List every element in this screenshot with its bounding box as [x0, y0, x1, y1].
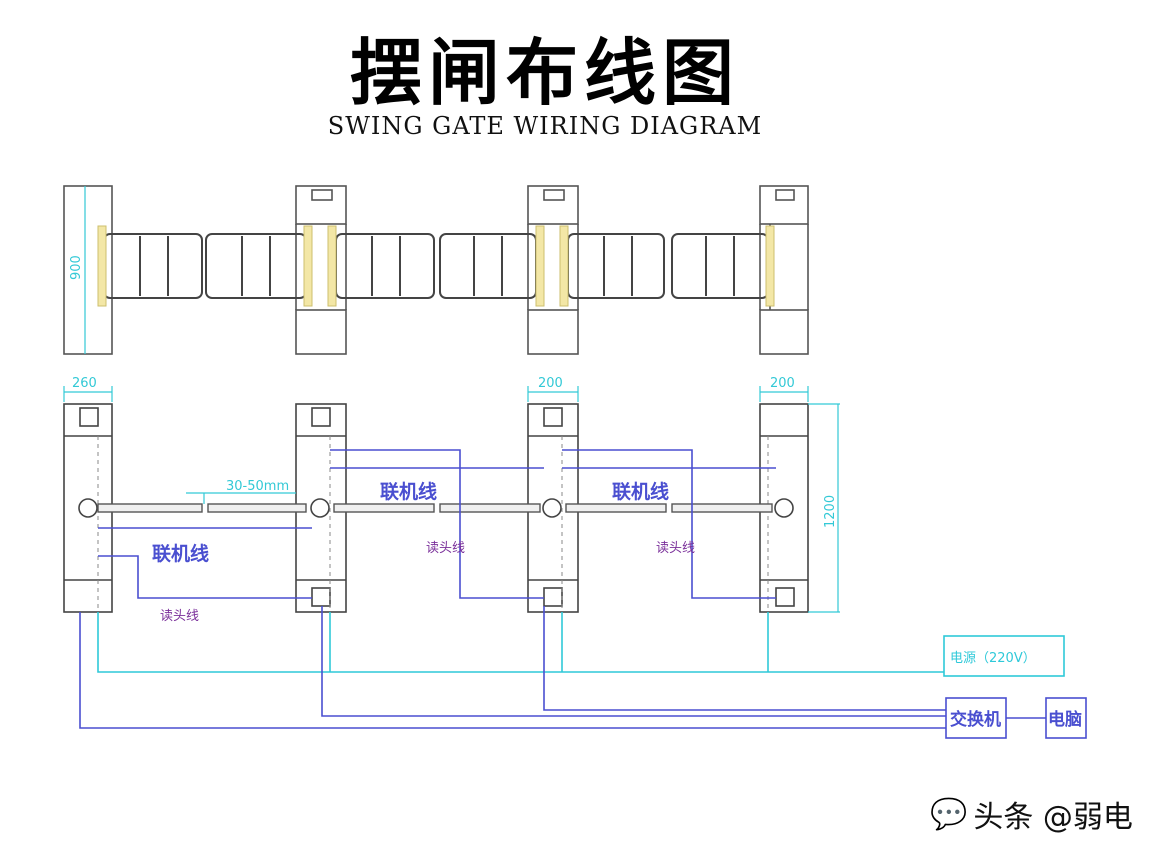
- top-post-3-indicator: [543, 189, 565, 201]
- reader-cable-label-2: 读头线: [426, 541, 465, 556]
- front-post-2-top-box: [311, 407, 331, 427]
- top-height-label: 900: [69, 255, 84, 280]
- front-post-3-axis: [542, 498, 562, 518]
- power-cables: [97, 612, 946, 673]
- top-post-4-lower: [759, 309, 809, 355]
- top-post-4-indicator: [775, 189, 795, 201]
- watermark: 💬 头条 @弱电: [930, 790, 1133, 838]
- height-label: 1200: [823, 495, 838, 528]
- width-dimensions: [63, 386, 840, 613]
- reader-cable-label-1: 读头线: [160, 609, 199, 624]
- chat-bubble-icon: 💬: [930, 796, 968, 832]
- power-box: [943, 635, 1065, 677]
- power-label: 电源（220V）: [950, 651, 1036, 666]
- front-post-2-reader: [311, 587, 331, 607]
- top-post-2-lower: [295, 309, 347, 355]
- title-english: SWING GATE WIRING DIAGRAM: [327, 112, 763, 140]
- network-cables: [79, 606, 1046, 729]
- computer-label: 电脑: [1048, 709, 1082, 730]
- center-lines: [97, 436, 769, 612]
- top-post-3-upper: [527, 185, 579, 225]
- link-cable-label-1: 联机线: [152, 542, 209, 565]
- width-label-3: 200: [770, 376, 795, 391]
- front-post-4-axis: [774, 498, 794, 518]
- swing-arms: [97, 503, 773, 513]
- switch-label: 交换机: [950, 709, 1001, 730]
- computer-box: [1045, 697, 1087, 739]
- title-chinese: 摆闸布线图: [349, 31, 740, 115]
- watermark-text: 头条 @弱电: [973, 800, 1133, 835]
- front-post-1-axis: [78, 498, 98, 518]
- width-label-2: 200: [538, 376, 563, 391]
- flap-strips: [97, 225, 775, 307]
- top-post-2-upper: [295, 185, 347, 225]
- link-cable-label-3: 联机线: [612, 480, 669, 503]
- swing-panels: [103, 233, 769, 299]
- link-cable-label-2: 联机线: [380, 480, 437, 503]
- front-post-2-axis: [310, 498, 330, 518]
- switch-box: [945, 697, 1007, 739]
- front-post-3-reader: [543, 587, 563, 607]
- front-post-3-top-box: [543, 407, 563, 427]
- front-post-4-reader: [775, 587, 795, 607]
- top-view: [63, 185, 809, 355]
- top-post-4-upper: [759, 185, 809, 225]
- top-post-2-indicator: [311, 189, 333, 201]
- reader-cable-label-3: 读头线: [656, 541, 695, 556]
- link-cables: [98, 449, 776, 599]
- gap-label: 30-50mm: [226, 479, 289, 494]
- top-post-3-lower: [527, 309, 579, 355]
- front-post-1-top-box: [79, 407, 99, 427]
- width-label-1: 260: [72, 376, 97, 391]
